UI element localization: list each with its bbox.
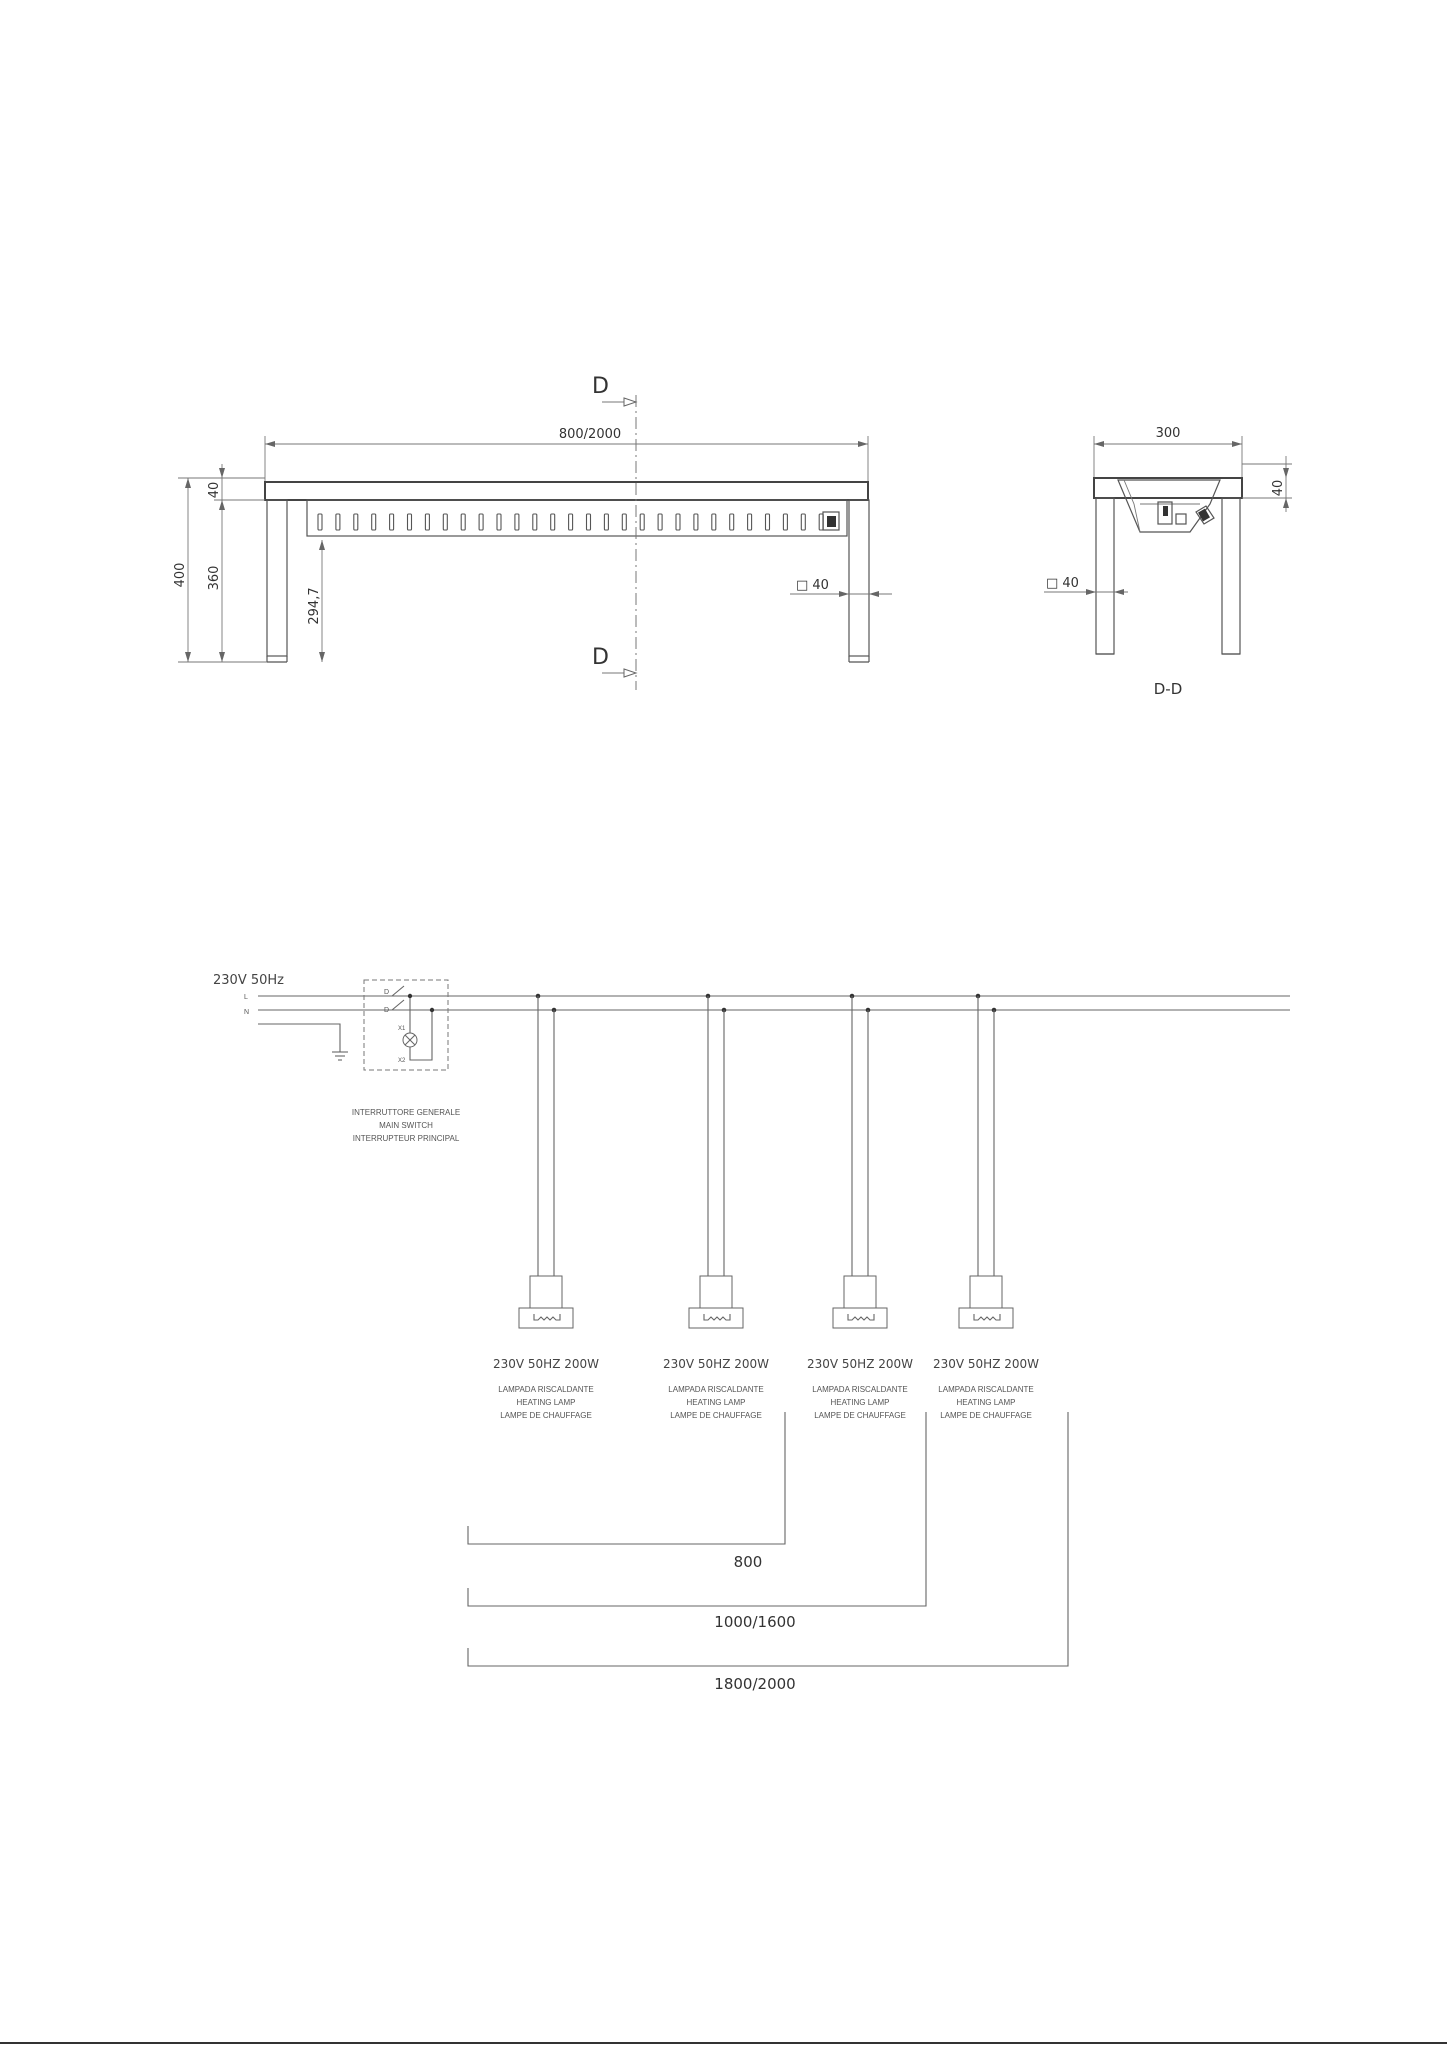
neutral-label: N <box>244 1009 249 1016</box>
lamp-label-it: LAMPADA RISCALDANTE <box>498 1385 593 1394</box>
ventilation-slot <box>550 513 556 531</box>
ventilation-slot <box>693 513 699 531</box>
heating-lamps: 230V 50HZ 200W LAMPADA RISCALDANTE HEATING… <box>493 993 1039 1420</box>
ventilation-slot <box>621 513 627 531</box>
lamp-label-en: HEATING LAMP <box>831 1398 890 1407</box>
ventilation-slot <box>747 513 753 531</box>
lamp-label-en: HEATING LAMP <box>957 1398 1016 1407</box>
lamp-label-fr: LAMPE DE CHAUFFAGE <box>940 1411 1032 1420</box>
ventilation-slot <box>532 513 538 531</box>
heating-lamp: 230V 50HZ 200W LAMPADA RISCALDANTE HEATING… <box>493 993 599 1420</box>
length-label: 1800/2000 <box>714 1675 795 1693</box>
lamp-terminal-x2: X2 <box>398 1058 406 1064</box>
ventilation-slot <box>514 513 520 531</box>
lamp-rating: 230V 50HZ 200W <box>807 1357 913 1371</box>
ventilation-slot <box>478 513 484 531</box>
side-top-beam <box>1093 477 1243 499</box>
lamp-rating: 230V 50HZ 200W <box>663 1357 769 1371</box>
heating-lamp: 230V 50HZ 200W LAMPADA RISCALDANTE HEATING… <box>933 993 1039 1420</box>
right-leg <box>848 499 870 657</box>
lamp-label-it: LAMPADA RISCALDANTE <box>812 1385 907 1394</box>
front-leg-section: □ 40 <box>796 578 829 593</box>
switch-terminal-1: D <box>384 989 389 996</box>
supply-label: 230V 50Hz <box>213 973 284 988</box>
lamp-housing <box>306 499 848 537</box>
ventilation-slot <box>335 513 341 531</box>
ventilation-slot <box>460 513 466 531</box>
ventilation-slot <box>603 513 609 531</box>
ventilation-slot <box>424 513 430 531</box>
switch-button <box>827 516 836 527</box>
lamp-rating: 230V 50HZ 200W <box>933 1357 1039 1371</box>
ventilation-slot <box>639 513 645 531</box>
ventilation-slot <box>800 513 806 531</box>
switch-label-it: INTERRUTTORE GENERALE <box>352 1108 460 1117</box>
side-view-label: D-D <box>1154 680 1183 698</box>
length-bracket: 1000/1600 <box>467 1412 927 1631</box>
ventilation-slot <box>568 513 574 531</box>
side-leg-section: □ 40 <box>1046 576 1079 591</box>
ventilation-slot <box>406 513 413 531</box>
top-beam <box>264 481 869 501</box>
earth-conductor <box>258 1023 341 1052</box>
switch-label-fr: INTERRUPTEUR PRINCIPAL <box>353 1134 460 1143</box>
front-width-label: 800/2000 <box>559 427 621 442</box>
ventilation-slot <box>764 513 771 531</box>
ventilation-slot <box>782 513 788 531</box>
ventilation-slot <box>711 513 717 531</box>
ventilation-slot <box>729 513 735 531</box>
lamp-rating: 230V 50HZ 200W <box>493 1357 599 1371</box>
main-switch-box <box>363 979 449 1071</box>
length-label: 1000/1600 <box>714 1613 795 1631</box>
ventilation-slot <box>585 513 592 531</box>
ventilation-slot <box>657 513 663 531</box>
ventilation-slot <box>389 513 395 531</box>
heating-lamp: 230V 50HZ 200W LAMPADA RISCALDANTE HEATING… <box>807 993 913 1420</box>
ventilation-slot <box>496 513 502 531</box>
side-view: 300 40 □ 40 D-D <box>1044 426 1292 698</box>
side-right-leg <box>1221 497 1241 655</box>
ventilation-slots <box>317 513 824 531</box>
wiring-diagram: 230V 50Hz L N D D X1 X2 INTERRUTTORE GEN… <box>213 973 1290 1693</box>
side-width-label: 300 <box>1156 426 1181 441</box>
lamp-label-fr: LAMPE DE CHAUFFAGE <box>670 1411 762 1420</box>
lamp-label-fr: LAMPE DE CHAUFFAGE <box>814 1411 906 1420</box>
lamp-label-en: HEATING LAMP <box>517 1398 576 1407</box>
switch-box <box>822 511 840 531</box>
front-view: 800/2000 D D 400 40 <box>173 374 892 690</box>
length-label: 800 <box>734 1553 763 1571</box>
front-height-legs: 360 <box>207 566 222 591</box>
ventilation-slot <box>353 513 359 531</box>
ventilation-slot <box>442 513 448 531</box>
length-bracket: 800 <box>467 1412 786 1571</box>
lamp-label-en: HEATING LAMP <box>687 1398 746 1407</box>
heating-lamp: 230V 50HZ 200W LAMPADA RISCALDANTE HEATING… <box>663 993 769 1420</box>
lamp-terminal-x1: X1 <box>398 1026 406 1032</box>
lamp-label-fr: LAMPE DE CHAUFFAGE <box>500 1411 592 1420</box>
line-label: L <box>244 994 248 1001</box>
front-height-top: 40 <box>207 482 222 499</box>
length-brackets: 800 1000/1600 1800/2000 <box>467 1412 1069 1693</box>
ventilation-slot <box>317 513 323 531</box>
switch-label-en: MAIN SWITCH <box>379 1121 433 1130</box>
lamp-label-it: LAMPADA RISCALDANTE <box>938 1385 1033 1394</box>
front-height-slots: 294,7 <box>307 587 322 624</box>
lamp-label-it: LAMPADA RISCALDANTE <box>668 1385 763 1394</box>
front-height-total: 400 <box>173 563 188 588</box>
side-height-top: 40 <box>1271 480 1286 497</box>
section-marker-top: D <box>592 374 609 399</box>
length-bracket: 1800/2000 <box>467 1412 1069 1693</box>
left-leg <box>266 499 288 657</box>
side-left-leg <box>1095 497 1115 655</box>
side-switch <box>1195 505 1215 525</box>
section-marker-bottom: D <box>592 645 609 670</box>
switch-terminal-2: D <box>384 1007 389 1014</box>
ventilation-slot <box>371 513 377 531</box>
ventilation-slot <box>675 513 681 531</box>
